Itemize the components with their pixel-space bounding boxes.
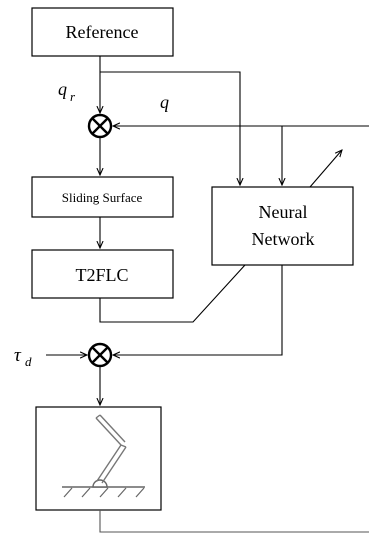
svg-text:q: q (58, 79, 67, 99)
nn-label-line1: Neural (259, 202, 308, 222)
reference-to-nn-arrow (100, 71, 240, 185)
q-label: q (160, 92, 169, 112)
robot-output-feedback-line (99, 510, 369, 533)
reference-label: Reference (66, 22, 139, 42)
nn-adaptation-arrow (309, 150, 342, 188)
summing-junction-1 (87, 113, 113, 139)
t2flc-label: T2FLC (75, 265, 128, 285)
qr-label: q r (58, 79, 76, 104)
t2flc-to-nn-line (99, 264, 246, 323)
svg-text:r: r (70, 89, 76, 104)
reference-block: Reference (31, 7, 174, 57)
tau-d-label: τ d (14, 345, 32, 369)
t2flc-block: T2FLC (31, 249, 174, 299)
svg-text:d: d (25, 354, 32, 369)
sliding-surface-block: Sliding Surface (31, 176, 174, 218)
robot-arm-icon (62, 414, 145, 498)
nn-to-sum2-arrow (113, 265, 283, 355)
sliding-surface-label: Sliding Surface (62, 190, 143, 205)
neural-network-block: Neural Network (211, 186, 354, 266)
svg-text:τ: τ (14, 345, 22, 366)
nn-label-line2: Network (252, 229, 315, 249)
summing-junction-2 (87, 342, 113, 368)
robot-arm-block (35, 406, 162, 511)
